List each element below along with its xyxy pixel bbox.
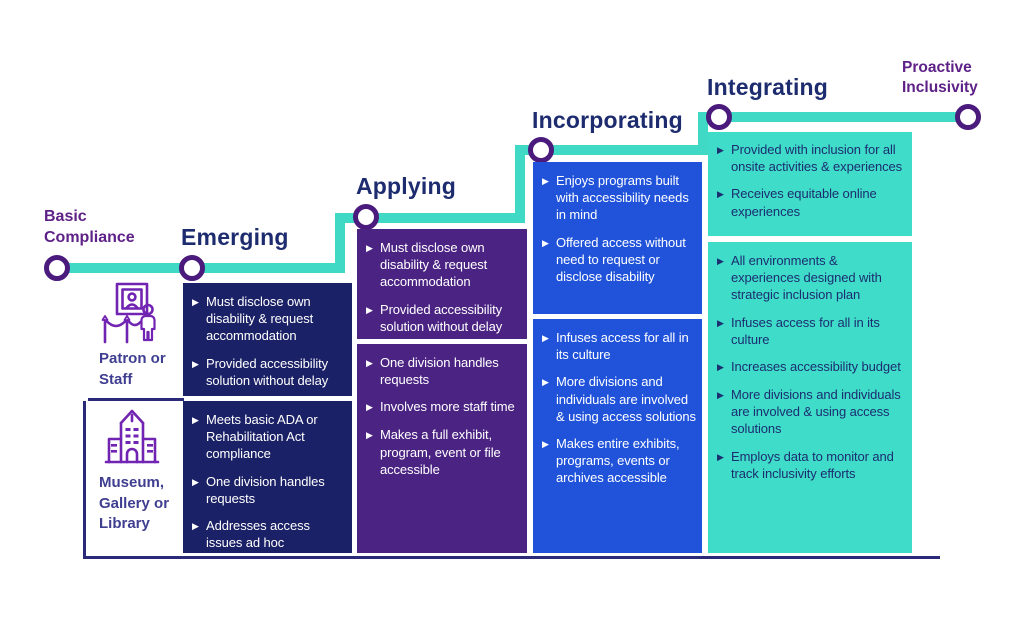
bullet-item: ▶ Provided accessibility solution without… <box>366 301 521 335</box>
node-emerging <box>179 255 205 281</box>
bullet-text: Must disclose own disability & request a… <box>380 240 488 290</box>
bullet-triangle-icon: ▶ <box>192 297 199 307</box>
bullet-triangle-icon: ▶ <box>542 333 549 343</box>
end-title: Proactive Inclusivity <box>902 59 978 96</box>
audience-label-museum: Museum, Gallery or Library <box>99 474 170 532</box>
bullet-text: Receives equitable online experiences <box>731 186 877 219</box>
step-line-riser1 <box>335 213 345 273</box>
bullet-item: ▶ Infuses access for all in its culture <box>542 329 696 363</box>
bullet-text: Provided accessibility solution without … <box>206 355 329 388</box>
incorporating-org-box: ▶ Infuses access for all in its culture ▶ M… <box>533 319 702 553</box>
bullet-text: Makes a full exhibit, program, event or … <box>380 427 501 477</box>
museum-icon <box>99 407 165 476</box>
bullet-triangle-icon: ▶ <box>717 317 724 328</box>
bullet-triangle-icon: ▶ <box>542 439 549 450</box>
bullet-item: ▶ Addresses access issues ad hoc <box>192 517 346 551</box>
step-line-riser2 <box>515 145 525 223</box>
bullet-item: ▶ One division handles requests <box>366 354 521 388</box>
bullet-text: Increases accessibility budget <box>731 359 901 375</box>
bullet-triangle-icon: ▶ <box>366 243 373 253</box>
bullet-triangle-icon: ▶ <box>542 176 549 186</box>
bullet-item: ▶ Receives equitable online experiences <box>717 185 906 219</box>
bullet-triangle-icon: ▶ <box>366 430 373 441</box>
bullet-text: Enjoys programs built with accessibility… <box>556 173 689 223</box>
stage-header-emerging: Emerging <box>181 224 289 250</box>
bullet-text: Involves more staff time <box>380 399 515 415</box>
integrating-patron-box: ▶ Provided with inclusion for all onsite … <box>708 132 912 236</box>
bullet-item: ▶ All environments & experiences designed… <box>717 252 906 304</box>
bullet-triangle-icon: ▶ <box>717 145 724 155</box>
bullet-triangle-icon: ▶ <box>192 358 199 369</box>
bullet-triangle-icon: ▶ <box>542 377 549 388</box>
bullet-triangle-icon: ▶ <box>192 476 199 487</box>
bullet-text: Infuses access for all in its culture <box>556 330 689 363</box>
emerging-patron-box: ▶ Must disclose own disability & request … <box>183 283 352 396</box>
bullet-triangle-icon: ▶ <box>542 237 549 248</box>
patron-icon <box>97 282 163 351</box>
audience-divider <box>88 398 184 401</box>
start-title: Basic Compliance <box>44 208 135 246</box>
bullet-triangle-icon: ▶ <box>366 304 373 315</box>
bullet-triangle-icon: ▶ <box>192 415 199 425</box>
bullet-triangle-icon: ▶ <box>192 521 199 532</box>
node-applying <box>353 204 379 230</box>
bullet-text: Infuses access for all in its culture <box>731 314 880 347</box>
bullet-triangle-icon: ▶ <box>366 402 373 413</box>
bullet-text: Offered access without need to request o… <box>556 234 686 285</box>
bullet-item: ▶ Provided accessibility solution without… <box>192 355 346 389</box>
bullet-text: Provided with inclusion for all onsite a… <box>731 142 903 175</box>
node-proactive-inclusivity <box>955 104 981 130</box>
applying-patron-box: ▶ Must disclose own disability & request … <box>357 229 527 339</box>
bullet-item: ▶ Enjoys programs built with accessibilit… <box>542 172 696 224</box>
node-incorporating <box>528 137 554 163</box>
bullet-item: ▶ Infuses access for all in its culture <box>717 314 906 348</box>
bullet-triangle-icon: ▶ <box>717 256 724 266</box>
bullet-item: ▶ Meets basic ADA or Rehabilitation Act c… <box>192 411 346 463</box>
incorporating-patron-box: ▶ Enjoys programs built with accessibilit… <box>533 162 702 314</box>
bullet-item: ▶ Involves more staff time <box>366 398 521 416</box>
emerging-org-box: ▶ Meets basic ADA or Rehabilitation Act c… <box>183 401 352 553</box>
bullet-item: ▶ Provided with inclusion for all onsite … <box>717 141 906 175</box>
bullet-item: ▶ Increases accessibility budget <box>717 358 906 376</box>
audience-label-patron: Patron or Staff <box>99 350 166 388</box>
bullet-triangle-icon: ▶ <box>717 189 724 200</box>
bullet-text: Addresses access issues ad hoc <box>206 518 310 551</box>
stage-header-applying: Applying <box>356 173 456 199</box>
bullet-item: ▶ Makes entire exhibits, programs, events… <box>542 435 696 487</box>
stage-header-incorporating: Incorporating <box>532 107 683 133</box>
bullet-text: One division handles requests <box>206 473 325 506</box>
step-line-level3 <box>515 145 708 155</box>
bullet-triangle-icon: ▶ <box>717 451 724 462</box>
bullet-triangle-icon: ▶ <box>717 390 724 401</box>
step-line-level4 <box>698 112 968 122</box>
bullet-text: All environments & experiences designed … <box>731 253 882 303</box>
bullet-text: More divisions and individuals are invol… <box>556 374 696 424</box>
bullet-text: One division handles requests <box>380 355 499 388</box>
step-line-level2 <box>335 213 525 223</box>
applying-org-box: ▶ One division handles requests ▶ Involves … <box>357 344 527 553</box>
node-basic-compliance <box>44 255 70 281</box>
bullet-triangle-icon: ▶ <box>717 362 724 373</box>
bullet-text: Employs data to monitor and track inclus… <box>731 448 894 481</box>
baseline <box>83 556 940 559</box>
bullet-triangle-icon: ▶ <box>366 358 373 368</box>
bullet-item: ▶ Must disclose own disability & request … <box>192 293 346 345</box>
bullet-item: ▶ Makes a full exhibit, program, event or… <box>366 426 521 478</box>
bullet-item: ▶ Offered access without need to request … <box>542 234 696 286</box>
node-integrating <box>706 104 732 130</box>
bullet-item: ▶ Must disclose own disability & request … <box>366 239 521 291</box>
bullet-item: ▶ More divisions and individuals are invo… <box>542 373 696 425</box>
bullet-text: Provided accessibility solution without … <box>380 301 503 334</box>
bullet-text: Makes entire exhibits, programs, events … <box>556 436 680 486</box>
bullet-item: ▶ More divisions and individuals are invo… <box>717 386 906 438</box>
bullet-item: ▶ Employs data to monitor and track inclu… <box>717 448 906 482</box>
step-line-riser3 <box>698 112 708 155</box>
stage-header-integrating: Integrating <box>707 74 829 100</box>
integrating-org-box: ▶ All environments & experiences designed… <box>708 242 912 553</box>
bullet-text: Meets basic ADA or Rehabilitation Act co… <box>206 412 318 462</box>
bullet-text: More divisions and individuals are invol… <box>731 387 901 437</box>
left-border-line <box>83 401 86 559</box>
bullet-item: ▶ One division handles requests <box>192 473 346 507</box>
bullet-text: Must disclose own disability & request a… <box>206 294 314 344</box>
